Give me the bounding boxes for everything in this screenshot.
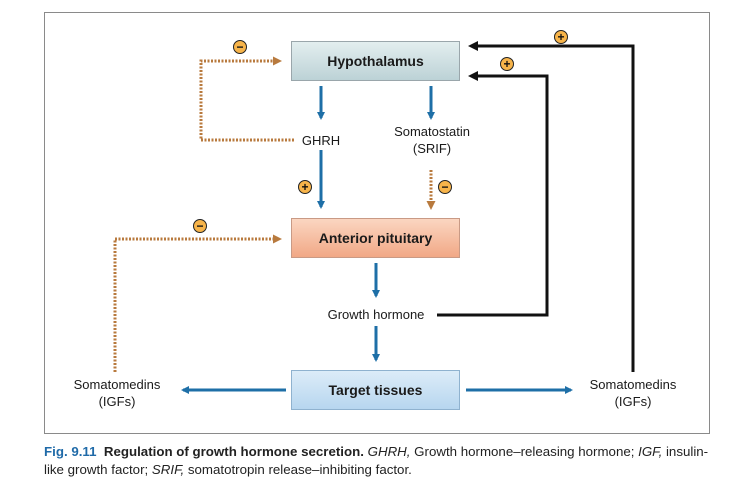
abbr-ghrh: GHRH,	[367, 444, 411, 459]
def-igf: insulin-like growth factor;	[44, 444, 709, 477]
figure-title: Regulation of growth hormone secretion.	[103, 444, 364, 459]
negative-sign-somatomedins-pituitary: −	[193, 219, 207, 233]
somatomedins-right-label: Somatomedins (IGFs)	[580, 376, 686, 410]
def-ghrh: Growth hormone–releasing hormone;	[410, 444, 639, 459]
negative-sign-somatostatin-inhibition: −	[438, 180, 452, 194]
positive-sign-growth-hormone-feedback: +	[500, 57, 514, 71]
somatostatin-label-line1: Somatostatin	[394, 124, 470, 139]
somatomedins-left-line1: Somatomedins	[73, 377, 161, 392]
somatostatin-label: Somatostatin (SRIF)	[386, 123, 478, 157]
abbr-srif: SRIF,	[151, 462, 185, 477]
negative-sign-ghrh-feedback: −	[233, 40, 247, 54]
positive-sign-somatomedins-feedback: +	[554, 30, 568, 44]
feedback-growth-hormone-to-hypothalamus	[437, 71, 549, 317]
target-tissues-box: Target tissues	[291, 370, 460, 410]
figure-number: Fig. 9.11	[44, 444, 97, 459]
anterior-pituitary-box: Anterior pituitary	[291, 218, 460, 258]
somatostatin-label-line2: (SRIF)	[412, 141, 452, 156]
diagram-frame	[44, 12, 710, 434]
positive-sign-ghrh-stimulation: +	[298, 180, 312, 194]
dashed-somatomedins-feedback-to-pituitary	[113, 234, 282, 372]
somatomedins-right-line1: Somatomedins	[589, 377, 677, 392]
somatomedins-left-label: Somatomedins (IGFs)	[64, 376, 170, 410]
somatomedins-left-line2: (IGFs)	[98, 394, 136, 409]
def-srif: somatotropin release–inhibiting factor.	[184, 462, 412, 477]
dashed-ghrh-feedback-to-hypothalamus	[199, 56, 294, 142]
ghrh-label: GHRH	[296, 132, 346, 149]
somatomedins-right-line2: (IGFs)	[614, 394, 652, 409]
abbr-igf: IGF,	[638, 444, 663, 459]
hypothalamus-box: Hypothalamus	[291, 41, 460, 81]
feedback-somatomedins-to-hypothalamus	[468, 41, 635, 372]
figure-caption: Fig. 9.11 Regulation of growth hormone s…	[44, 443, 710, 479]
growth-hormone-label: Growth hormone	[318, 306, 434, 323]
